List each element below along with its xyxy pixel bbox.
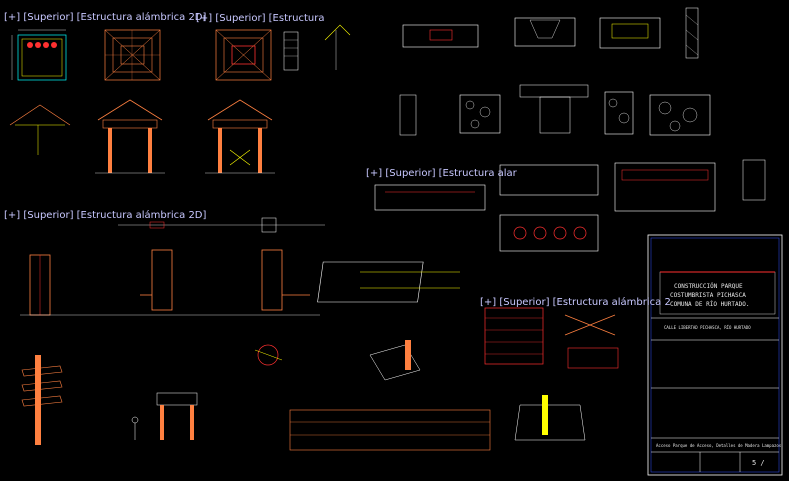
drawing-lower-details — [21, 307, 619, 451]
drawing-bench-frames — [374, 159, 766, 252]
viewport-label-5[interactable]: [+] [Superior] [Estructura alámbrica 2 — [480, 297, 671, 308]
drawing-pergola-elevations — [9, 99, 275, 174]
title-block-sheet-number: 5 / — [752, 459, 765, 467]
drawing-roof-plan-1 — [104, 29, 161, 81]
drawing-sections-top-right — [402, 7, 699, 59]
title-block — [647, 234, 783, 476]
drawing-stone-walls — [399, 84, 711, 136]
title-block-description: Acceso Parque de Acceso, Detalles de Mad… — [656, 443, 782, 448]
title-block-location: CALLE LIBERTAD PICHASCA, RÍO HURTADO — [664, 325, 751, 330]
viewport-label-4[interactable]: [+] [Superior] [Estructura alámbrica 2D] — [4, 210, 207, 221]
drawing-fence-detail — [317, 261, 460, 303]
viewport-label-1[interactable]: [+] [Superior] [Estructura alámbrica 2D] — [4, 12, 207, 23]
viewport-label-2[interactable]: [+] [Superior] [Estructura — [196, 13, 325, 24]
drawing-plan-top-left — [11, 29, 67, 81]
title-block-project-line2: COSTUMBRISTA PICHASCA — [670, 292, 746, 299]
drawing-entry-gate — [20, 217, 325, 316]
drawing-roof-plan-2 — [215, 24, 351, 81]
title-block-project-line3: COMUNA DE RÍO HURTADO. — [670, 301, 750, 308]
viewport-label-3[interactable]: [+] [Superior] [Estructura alar — [366, 168, 517, 179]
title-block-project-line1: CONSTRUCCIÓN PARQUE — [674, 283, 743, 290]
